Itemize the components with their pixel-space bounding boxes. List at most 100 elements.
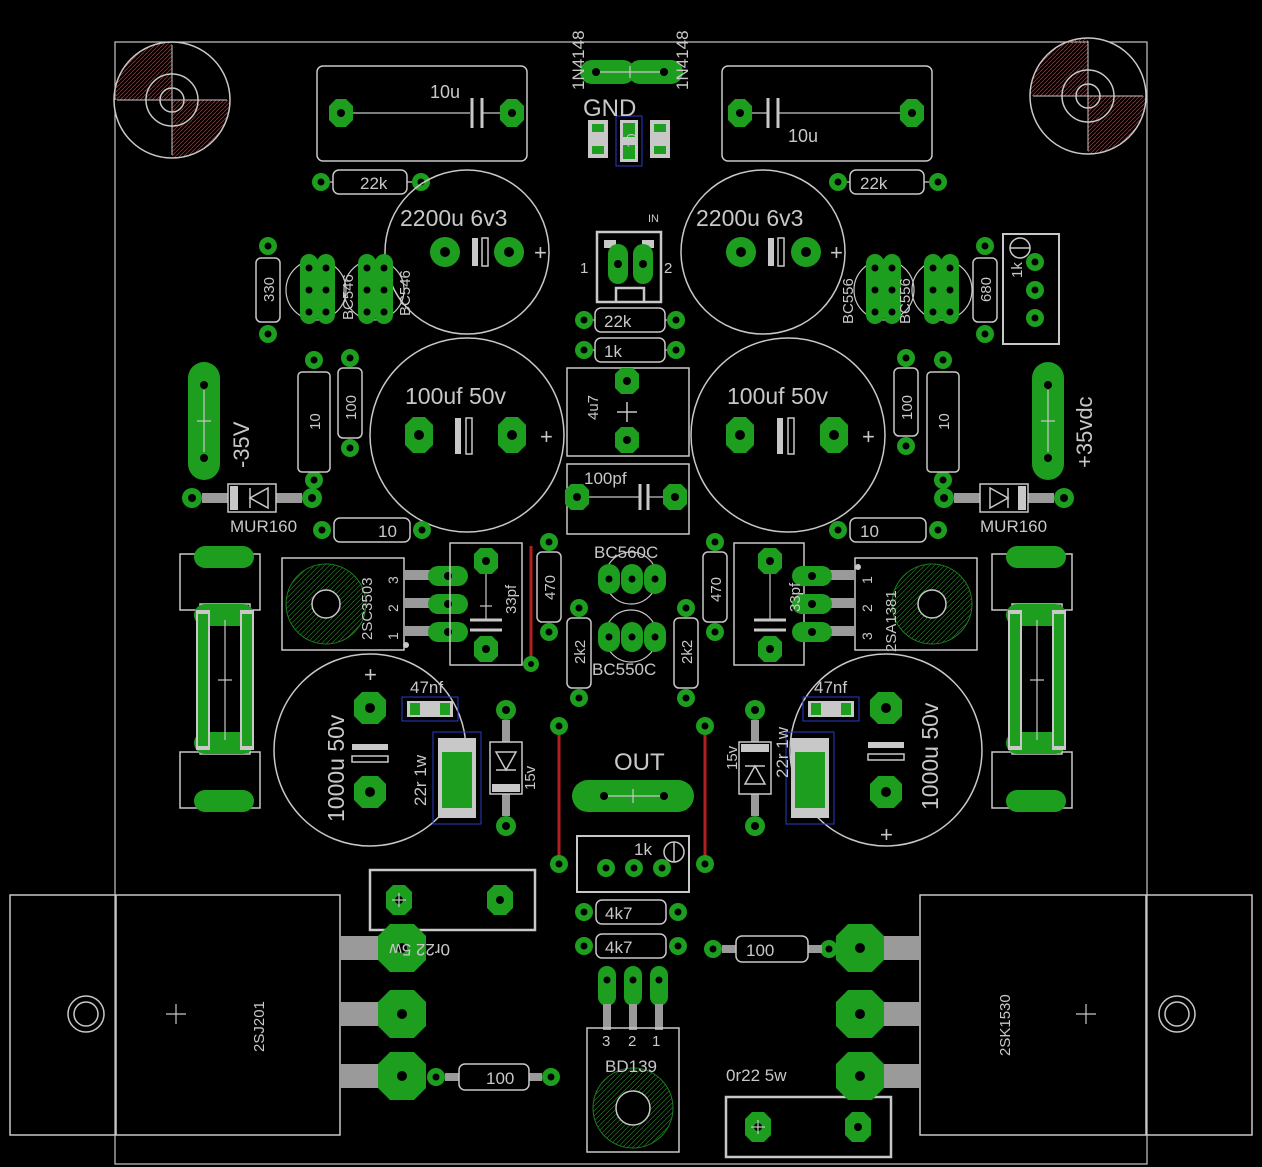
- label-100uf-left: 100uf 50v: [405, 383, 507, 409]
- label-22k-mid: 22k: [604, 312, 632, 331]
- label-680: 680: [978, 277, 995, 302]
- mosfet-2sk1530: [836, 894, 1253, 1136]
- capacitor-100pf: [565, 463, 690, 535]
- label-mur160-right: MUR160: [980, 517, 1047, 536]
- capacitor-10u-right: [721, 65, 933, 162]
- svg-text:+: +: [862, 424, 875, 449]
- mosfet-2sj201: [9, 894, 426, 1136]
- label-470-right: 470: [708, 577, 725, 602]
- trimmer-1k-bottom: [576, 835, 690, 893]
- label-10u-right: 10u: [788, 126, 818, 146]
- resistor-22r-right: [785, 731, 835, 825]
- label-q-right-pin1: 1: [859, 576, 875, 584]
- resistor-0r22-top: [368, 868, 537, 932]
- label-22r-left: 22r 1w: [411, 754, 430, 806]
- label-100-bottom-left: 100: [486, 1069, 514, 1088]
- label-2sk1530: 2SK1530: [997, 994, 1014, 1056]
- transistors-bc546: [285, 254, 405, 324]
- transistor-bc560c: [598, 551, 666, 605]
- diode-mur160-left: [182, 483, 322, 513]
- label-q-left-pin3: 3: [385, 576, 401, 584]
- label-330: 330: [261, 277, 278, 302]
- label-out: OUT: [614, 749, 665, 776]
- label-q-right-pin2: 2: [859, 604, 875, 612]
- zener-15v-right: [738, 700, 772, 836]
- label-in-pin1: 1: [580, 260, 588, 277]
- resistor-10-bottom-right: [829, 517, 947, 543]
- label-4k7-a: 4k7: [605, 904, 632, 923]
- label-bd139-pin1: 1: [652, 1033, 660, 1050]
- resistor-22k-right: [829, 169, 947, 195]
- label-bc546-a: BC546: [340, 274, 357, 320]
- resistor-330: [255, 237, 281, 343]
- resistor-100-bottom-left: [427, 1063, 560, 1091]
- label-1n4148-left: 1N4148: [569, 30, 588, 90]
- label-bc556-a: BC556: [840, 278, 857, 324]
- label-0r22-top-mirrored: 0r22 5w: [389, 940, 450, 959]
- label-100pf: 100pf: [584, 469, 627, 488]
- capacitor-100uf-left: +: [369, 337, 565, 533]
- resistor-1k-mid: [575, 337, 685, 363]
- label-10u-left: 10u: [430, 82, 460, 102]
- resistor-4k7-a: [575, 899, 687, 925]
- resistor-2k2-left: [566, 599, 592, 707]
- label-1k-trimmer-top: 1k: [1009, 262, 1026, 278]
- capacitor-1000u-right: +: [789, 653, 983, 847]
- label-neg35: -35V: [229, 421, 254, 468]
- capacitor-33pf-left: [449, 542, 523, 666]
- input-connector: [595, 230, 663, 304]
- power-pad-neg35: [188, 362, 220, 480]
- zener-15v-left: [489, 700, 523, 836]
- output-pad: [572, 780, 694, 812]
- label-q-left-pin2: 2: [385, 604, 401, 612]
- label-bc556-b: BC556: [897, 278, 914, 324]
- resistor-0r22-bottom: [724, 1095, 893, 1159]
- svg-text:+: +: [364, 662, 377, 687]
- label-bd139-pin2: 2: [628, 1033, 636, 1050]
- label-in-pin2: 2: [664, 260, 672, 277]
- label-100-left-vertical: 100: [343, 395, 360, 420]
- label-22r-right: 22r 1w: [773, 726, 792, 778]
- transistor-bc550c: [598, 609, 666, 663]
- mounting-hole-right: [1029, 37, 1147, 155]
- trimmer-1k-top: [1002, 233, 1060, 345]
- label-1k-mid: 1k: [604, 342, 622, 361]
- resistor-680: [972, 237, 998, 343]
- capacitor-4u7: [566, 367, 690, 457]
- resistor-100-left-vertical: [337, 349, 363, 457]
- resistor-10-left-vertical: [297, 351, 331, 489]
- board-outline: [114, 41, 1148, 1165]
- capacitor-2200u-right: +: [680, 169, 846, 335]
- label-2sj201: 2SJ201: [251, 1001, 268, 1052]
- diode-1n4148-pads: [580, 60, 683, 84]
- label-q-left-pin1: 1: [385, 632, 401, 640]
- transistors-bc556: [853, 254, 973, 324]
- capacitor-47nf-right: [802, 696, 860, 722]
- label-bc546-b: BC546: [397, 270, 414, 316]
- resistor-2k2-right: [673, 599, 699, 707]
- label-mur160-left: MUR160: [230, 517, 297, 536]
- label-22k-right: 22k: [860, 174, 888, 193]
- label-4u7: 4u7: [585, 395, 602, 420]
- label-33pf-right: 33pf: [787, 582, 804, 612]
- resistor-22r-left: [432, 731, 482, 825]
- label-10-bottom-left: 10: [378, 522, 397, 541]
- label-15v-right: 15v: [724, 745, 741, 770]
- svg-text:+: +: [534, 240, 547, 265]
- resistor-470-left: [536, 533, 562, 641]
- diode-mur160-right: [934, 483, 1074, 513]
- label-bd139: BD139: [605, 1057, 657, 1076]
- label-gnd: GND: [583, 95, 636, 122]
- power-pad-pos35: [1032, 362, 1064, 480]
- label-10-smd: 10: [624, 134, 639, 148]
- transistor-2sc3503: [281, 557, 468, 651]
- resistor-10-right-vertical: [926, 351, 960, 489]
- label-10-bottom-right: 10: [860, 522, 879, 541]
- label-22k-left: 22k: [360, 174, 388, 193]
- label-100-bottom-right: 100: [746, 941, 774, 960]
- svg-text:+: +: [880, 822, 893, 847]
- label-bd139-pin3: 3: [602, 1033, 610, 1050]
- label-47nf-left: 47nf: [410, 678, 443, 697]
- resistor-10-bottom-left: [313, 517, 431, 543]
